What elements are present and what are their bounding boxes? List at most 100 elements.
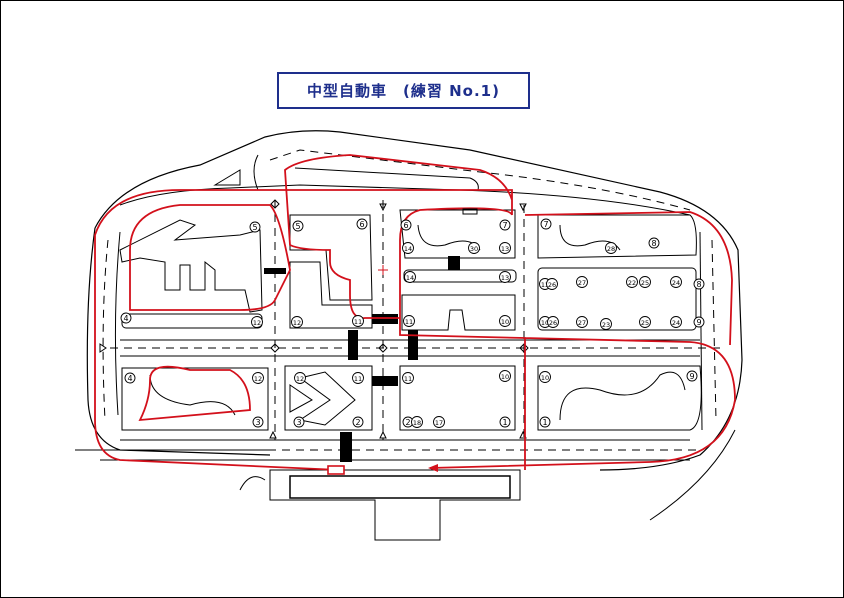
course-point-label: 2 (355, 418, 360, 427)
top-road-dashes (269, 149, 691, 211)
route-right-loop (524, 211, 733, 346)
course-point-label: 26 (549, 319, 557, 327)
course-point-26a: 26 (546, 278, 558, 290)
top-left-curve (213, 169, 241, 186)
course-point-label: 26 (548, 281, 556, 289)
course-point-label: 7 (502, 221, 507, 230)
course-point-label: 4 (127, 374, 132, 383)
route-arrow (428, 464, 438, 472)
course-point-3a: 3 (252, 416, 264, 428)
left-curb (239, 476, 266, 491)
course-point-label: 24 (672, 279, 680, 287)
course-point-6a: 6 (356, 218, 368, 230)
course-point-24b: 24 (670, 316, 682, 328)
course-point-28: 28 (605, 242, 617, 254)
course-point-4a: 4 (120, 312, 132, 324)
course-point-22: 22 (626, 276, 638, 288)
course-point-27b: 27 (576, 316, 588, 328)
block-right-top (537, 214, 697, 259)
block-mid-left (289, 214, 373, 301)
course-point-label: 3 (255, 418, 260, 427)
course-point-18: 18 (411, 416, 423, 428)
course-point-23: 23 (600, 318, 612, 330)
right-curb (649, 429, 736, 521)
diamond-markers (270, 199, 529, 353)
course-point-12a: 12 (251, 316, 263, 328)
course-point-label: 6 (359, 220, 364, 229)
course-point-label: 12 (293, 319, 301, 327)
course-point-label: 9 (689, 372, 694, 381)
course-point-1b: 1 (539, 416, 551, 428)
s-curve-bottom-right (559, 371, 686, 421)
left-road-inner (114, 231, 121, 416)
course-point-7b: 7 (540, 218, 552, 230)
course-point-label: 27 (578, 279, 586, 287)
triangle-markers (99, 203, 527, 439)
start-point (327, 465, 345, 475)
course-point-label: 5 (295, 222, 300, 231)
top-road-inner (294, 167, 479, 191)
course-point-label: 11 (354, 375, 362, 383)
course-point-label: 2 (405, 418, 410, 427)
course-point-label: 5 (252, 223, 257, 232)
course-point-26b: 26 (547, 316, 559, 328)
course-point-label: 10 (501, 318, 509, 326)
block-right-mid (537, 267, 697, 331)
s-curve-bottom-left (149, 374, 236, 416)
entrance-area (269, 469, 521, 541)
course-point-8: 8 (648, 237, 660, 249)
course-point-label: 4 (123, 314, 128, 323)
course-point-2a: 2 (352, 416, 364, 428)
block-top-left (119, 219, 263, 313)
course-point-label: 28 (607, 245, 615, 253)
cross-marker (378, 265, 388, 275)
course-point-label: 11 (354, 318, 362, 326)
course-point-label: 13 (501, 274, 509, 282)
course-point-label: 3 (296, 418, 301, 427)
course-point-10c: 10 (499, 370, 511, 382)
course-point-label: 8 (651, 239, 656, 248)
block-bottom-center (284, 365, 373, 431)
left-road-dashes (102, 239, 109, 421)
course-point-12b: 12 (291, 316, 303, 328)
course-point-11a: 11 (352, 315, 364, 327)
course-point-label: 10 (541, 319, 549, 327)
course-point-30: 30 (468, 242, 480, 254)
top-left-bend (253, 154, 259, 191)
course-point-11b: 11 (403, 315, 415, 327)
course-point-label: 10 (541, 374, 549, 382)
course-point-17: 17 (433, 416, 445, 428)
course-point-25b: 25 (639, 316, 651, 328)
course-point-3b: 3 (293, 416, 305, 428)
course-point-5b: 5 (292, 220, 304, 232)
course-point-14b: 14 (404, 271, 416, 283)
course-point-label: 13 (541, 281, 549, 289)
block-mid-left-low (289, 261, 373, 329)
course-point-9b: 9 (686, 370, 698, 382)
course-point-label: 11 (404, 375, 412, 383)
course-point-13a: 13 (499, 242, 511, 254)
course-point-label: 14 (404, 245, 412, 253)
course-point-11d: 11 (402, 372, 414, 384)
course-point-4b: 4 (124, 372, 136, 384)
course-point-label: 11 (405, 318, 413, 326)
course-point-label: 24 (672, 319, 680, 327)
right-road-dashes (711, 239, 717, 421)
course-point-label: 8 (696, 280, 701, 289)
course-point-8b: 8 (693, 278, 705, 290)
course-point-10d: 10 (539, 371, 551, 383)
course-point-label: 17 (435, 419, 443, 427)
course-point-label: 1 (542, 418, 547, 427)
course-point-label: 12 (254, 375, 262, 383)
course-point-12d: 12 (294, 372, 306, 384)
course-point-10a: 10 (499, 315, 511, 327)
course-point-label: 12 (296, 375, 304, 383)
course-point-label: 6 (403, 221, 408, 230)
block-bottom-right (537, 365, 702, 431)
sign-box-top (462, 208, 478, 215)
course-point-label: 9 (696, 318, 701, 327)
block-bottom-mid (399, 365, 516, 431)
course-point-label: 27 (578, 319, 586, 327)
